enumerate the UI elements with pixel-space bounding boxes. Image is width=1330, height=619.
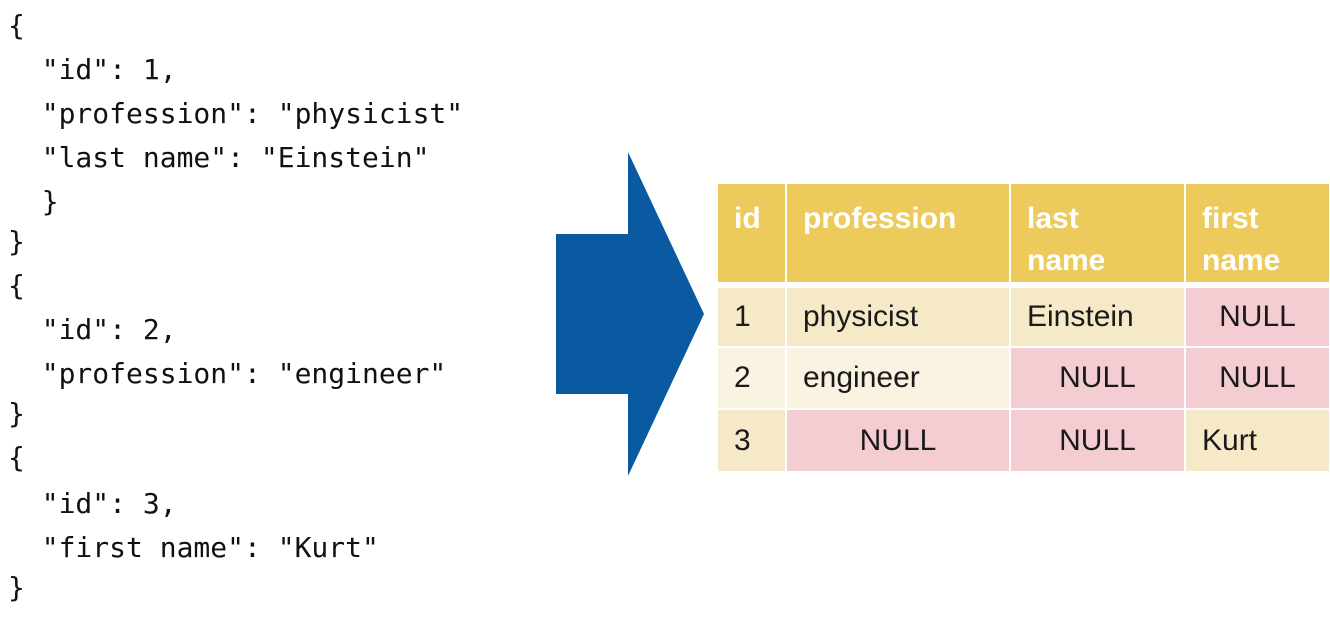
cell-last-name: Einstein [1010, 284, 1186, 347]
header-profession: profession [786, 184, 1011, 288]
json-line: "profession": "engineer" [8, 357, 447, 390]
header-last-name-line2: name [1027, 244, 1106, 277]
json-line: } [8, 397, 25, 430]
table-row: 1 physicist Einstein NULL [718, 284, 1329, 347]
json-line: "id": 2, [8, 313, 177, 346]
cell-first-name: NULL [1185, 284, 1329, 347]
json-line: { [8, 9, 25, 42]
header-last-name-line1: last [1027, 202, 1079, 235]
header-first-name: first name [1185, 184, 1329, 288]
cell-first-name: NULL [1185, 346, 1329, 409]
header-id: id [718, 184, 787, 288]
table-row: 2 engineer NULL NULL [718, 346, 1329, 409]
json-line: "profession": "physicist" [8, 97, 464, 130]
table-header-row: id profession last name first name [718, 184, 1329, 288]
cell-last-name: NULL [1010, 346, 1186, 409]
header-last-name: last name [1010, 184, 1186, 288]
json-line: } [8, 571, 25, 604]
header-first-name-line1: first [1202, 202, 1259, 235]
cell-last-name: NULL [1010, 408, 1186, 471]
json-line: "id": 3, [8, 487, 177, 520]
json-line: } [8, 225, 25, 258]
cell-id: 2 [718, 346, 787, 409]
json-line: "first name": "Kurt" [8, 531, 379, 564]
right-arrow-icon [556, 152, 704, 476]
cell-id: 1 [718, 284, 787, 347]
cell-id: 3 [718, 408, 787, 471]
result-table: id profession last name first name 1 physi… [718, 184, 1329, 471]
json-line: { [8, 441, 25, 474]
cell-profession: NULL [786, 408, 1011, 471]
cell-first-name: Kurt [1185, 408, 1329, 471]
cell-profession: engineer [786, 346, 1011, 409]
json-line: "id": 1, [8, 53, 177, 86]
table-row: 3 NULL NULL Kurt [718, 408, 1329, 471]
json-records: { "id": 1, "profession": "physicist" "la… [0, 0, 560, 619]
header-first-name-line2: name [1202, 244, 1281, 277]
cell-profession: physicist [786, 284, 1011, 347]
json-line: "last name": "Einstein" [8, 141, 430, 174]
json-line: } [8, 185, 59, 218]
json-line: { [8, 269, 25, 302]
